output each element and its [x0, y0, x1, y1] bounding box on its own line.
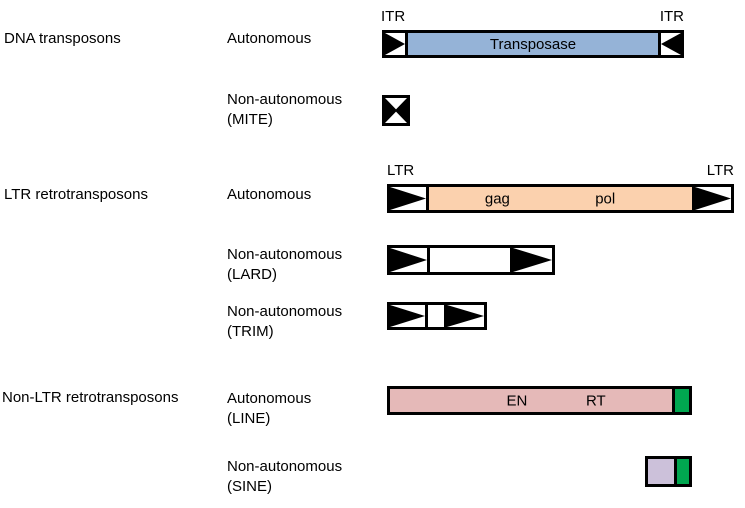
ltr-right-label: LTR [706, 162, 734, 179]
row-label-lard: Non-autonomous (LARD) [227, 245, 342, 285]
itr-right-box [661, 33, 681, 55]
row-label-ltr-autonomous: Autonomous [227, 185, 311, 205]
ltr-arrow-right-icon [513, 248, 552, 272]
mite-element [382, 95, 410, 126]
ltr-arrow-right-icon [447, 305, 484, 327]
row-label-line1: Autonomous [227, 186, 312, 203]
ltr-autonomous-element: gag pol [387, 184, 734, 213]
row-label-line1: Autonomous [227, 390, 312, 407]
transposase-label: Transposase [489, 35, 577, 53]
itr-left-label: ITR [381, 8, 406, 25]
row-label-line2: (TRIM) [227, 323, 274, 340]
row-label-line1: Non-autonomous [227, 246, 343, 263]
row-label-line2: (MITE) [227, 111, 273, 128]
lard-internal-box [427, 248, 513, 272]
row-label-line1: Non-autonomous [227, 458, 343, 475]
trim-right-box [447, 305, 484, 327]
row-label-line-element: Autonomous (LINE) [227, 389, 311, 429]
itr-arrow-right-icon [385, 33, 405, 55]
ltr-right-box [695, 187, 731, 210]
trim-left-box [390, 305, 425, 327]
sine-body-box [648, 459, 674, 484]
line-body-box: EN RT [390, 389, 672, 412]
row-label-trim: Non-autonomous (TRIM) [227, 302, 342, 342]
category-non-ltr-retrotransposons: Non-LTR retrotransposons [2, 389, 179, 406]
row-label-mite: Non-autonomous (MITE) [227, 90, 342, 130]
line-utr-green-box [672, 389, 689, 412]
row-label-line2: (SINE) [227, 478, 272, 495]
ltr-arrow-right-icon [390, 187, 426, 210]
itr-labels-row: ITR ITR [381, 8, 684, 25]
transposase-box: Transposase [405, 33, 661, 55]
trim-element [387, 302, 487, 330]
rt-label: RT [585, 392, 606, 409]
sine-utr-green-box [674, 459, 689, 484]
category-dna-transposons: DNA transposons [4, 30, 121, 47]
gag-pol-box: gag pol [426, 187, 695, 210]
sine-element [645, 456, 692, 487]
lard-element [387, 245, 555, 275]
row-label-line2: (LINE) [227, 410, 271, 427]
category-ltr-retrotransposons: LTR retrotransposons [4, 186, 148, 203]
pol-label: pol [595, 190, 616, 207]
ltr-labels-row: LTR LTR [387, 162, 734, 179]
ltr-arrow-right-icon [695, 187, 731, 210]
row-label-sine: Non-autonomous (SINE) [227, 457, 342, 497]
row-label-line1: Non-autonomous [227, 91, 343, 108]
itr-right-label: ITR [659, 8, 684, 25]
row-label-dna-autonomous: Autonomous [227, 29, 311, 49]
trim-internal-box [425, 305, 447, 327]
lard-right-box [513, 248, 552, 272]
line-element: EN RT [387, 386, 692, 415]
en-label: EN [506, 392, 528, 409]
lard-left-box [390, 248, 427, 272]
itr-arrow-left-icon [661, 33, 681, 55]
ltr-left-label: LTR [387, 162, 415, 179]
gag-label: gag [484, 190, 510, 207]
ltr-arrow-right-icon [390, 248, 427, 272]
itr-left-box [385, 33, 405, 55]
row-label-line2: (LARD) [227, 266, 278, 283]
dna-autonomous-element: Transposase [382, 30, 684, 58]
ltr-arrow-right-icon [390, 305, 425, 327]
ltr-left-box [390, 187, 426, 210]
row-label-line1: Autonomous [227, 30, 312, 47]
row-label-line1: Non-autonomous [227, 303, 343, 320]
